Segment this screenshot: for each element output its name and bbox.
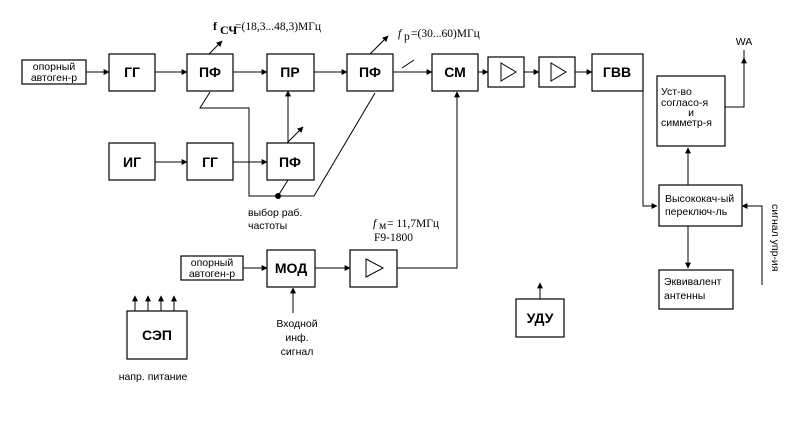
emission-class: F9-1800 bbox=[374, 232, 413, 244]
amplifier-icon bbox=[550, 62, 567, 82]
ig-label: ИГ bbox=[123, 154, 141, 170]
sm-label: СМ bbox=[444, 64, 466, 80]
sep-label: СЭП bbox=[142, 327, 172, 343]
f-sch-value: =(18,3...48,3)МГц bbox=[235, 21, 321, 33]
f-sch-symbol: f bbox=[213, 19, 218, 33]
hf-switch-line1: Высококач-ый bbox=[665, 193, 734, 205]
f-p-symbol: f bbox=[398, 28, 403, 40]
fp-pointer bbox=[401, 59, 415, 69]
block-ref-osc-bottom: опорный автоген-р bbox=[180, 255, 244, 281]
antenna-label: WA bbox=[736, 36, 753, 48]
amplifier-icon bbox=[500, 62, 517, 82]
label-freq-select: выбор раб. частоты bbox=[248, 207, 302, 232]
block-antenna-eq: Эквивалент антенны bbox=[658, 269, 734, 310]
block-pf2: ПФ bbox=[346, 53, 394, 92]
f-m-subscript: м bbox=[379, 220, 387, 232]
block-pf-mid: ПФ bbox=[266, 142, 315, 181]
line-gvv-to-switch bbox=[642, 72, 658, 209]
label-input-signal: Входной инф. сигнал bbox=[276, 318, 317, 358]
connections bbox=[86, 35, 763, 313]
f-m-symbol: f bbox=[373, 218, 378, 230]
pf-mid-label: ПФ bbox=[279, 154, 301, 170]
block-hf-switch: Высококач-ый переключ-ль bbox=[658, 184, 743, 227]
block-gg-mid: ГГ bbox=[186, 142, 234, 181]
line-freq-select-mid bbox=[277, 179, 289, 197]
udu-label: УДУ bbox=[527, 310, 554, 326]
input-signal-line2: инф. bbox=[285, 332, 308, 344]
block-mod: МОД bbox=[266, 249, 316, 288]
f-m-value: = 11,7МГц bbox=[387, 218, 439, 230]
hf-switch-line2: переключ-ль bbox=[665, 206, 728, 218]
block-amp2 bbox=[538, 56, 576, 88]
ref-osc-bottom-line2: автоген-р bbox=[189, 268, 235, 280]
block-matching: Уст-во согласо-я и симметр-я bbox=[656, 75, 726, 147]
amplifier-icon bbox=[365, 258, 385, 278]
matching-line4: симметр-я bbox=[661, 117, 712, 129]
block-gg-top: ГГ bbox=[108, 53, 156, 92]
f-sch-subscript: СЧ bbox=[220, 23, 237, 37]
ref-osc-top-line1: опорный bbox=[33, 61, 76, 73]
pr-label: ПР bbox=[280, 64, 299, 80]
line-amp3-to-sm bbox=[397, 91, 460, 269]
input-signal-line3: сигнал bbox=[281, 346, 314, 358]
gg-top-label: ГГ bbox=[124, 64, 140, 80]
block-gvv: ГВВ bbox=[591, 53, 644, 92]
label-f-p: f p =(30...60)МГц bbox=[398, 28, 480, 43]
line-matching-to-antenna bbox=[725, 57, 747, 108]
f-p-subscript: p bbox=[404, 31, 410, 43]
label-f-sch: f СЧ =(18,3...48,3)МГц bbox=[213, 19, 321, 37]
antenna-eq-line1: Эквивалент bbox=[664, 276, 722, 288]
gg-mid-label: ГГ bbox=[202, 154, 218, 170]
block-udu: УДУ bbox=[515, 298, 565, 338]
antenna-eq-line2: антенны bbox=[664, 290, 705, 302]
block-sep: СЭП bbox=[126, 310, 188, 360]
block-pf1: ПФ bbox=[186, 53, 234, 92]
label-f-m: f м = 11,7МГц F9-1800 bbox=[373, 218, 439, 244]
line-control-signal bbox=[741, 203, 763, 285]
input-signal-line1: Входной bbox=[276, 318, 317, 330]
block-ig: ИГ bbox=[108, 142, 156, 181]
line-freq-select-pf bbox=[199, 91, 376, 197]
power-supply-label: напр. питание bbox=[119, 371, 188, 383]
pf2-label: ПФ bbox=[359, 64, 381, 80]
freq-select-line1: выбор раб. bbox=[248, 207, 302, 219]
f-p-value: =(30...60)МГц bbox=[411, 28, 480, 40]
gvv-label: ГВВ bbox=[603, 64, 631, 80]
block-ref-osc-top: опорный автоген-р bbox=[21, 59, 87, 85]
junction-dot bbox=[275, 193, 281, 199]
block-amp1 bbox=[487, 56, 525, 88]
matching-line3: и bbox=[688, 107, 694, 119]
freq-select-line2: частоты bbox=[248, 220, 287, 232]
block-amp3 bbox=[349, 249, 398, 288]
block-pr: ПР bbox=[266, 53, 315, 92]
mod-label: МОД bbox=[275, 260, 307, 276]
ref-osc-top-line2: автоген-р bbox=[31, 72, 77, 84]
ref-osc-bottom-line1: опорный bbox=[191, 257, 234, 269]
matching-line2: согласо-я bbox=[661, 97, 708, 109]
matching-line1: Уст-во bbox=[661, 86, 692, 98]
control-signal-label: сигнал упр-ия bbox=[769, 204, 781, 271]
block-sm: СМ bbox=[431, 53, 479, 92]
pf1-label: ПФ bbox=[199, 64, 221, 80]
